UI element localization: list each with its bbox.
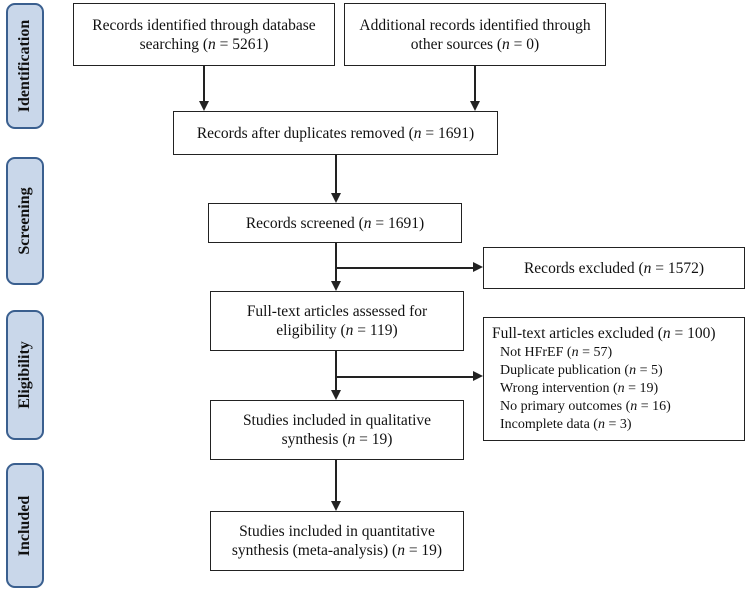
arrow-head bbox=[331, 390, 341, 400]
phase-eligibility-label: Eligibility bbox=[16, 341, 33, 409]
connector-line bbox=[335, 460, 337, 501]
arrow-head bbox=[331, 281, 341, 291]
arrow-head bbox=[470, 101, 480, 111]
arrow-head bbox=[473, 371, 483, 381]
phase-identification-label: Identification bbox=[16, 19, 33, 113]
records-screened-text: Records screened (n = 1691) bbox=[245, 214, 425, 232]
phase-screening: Screening bbox=[6, 157, 44, 285]
fulltext-assessed-text: Full-text articles assessed for eligibil… bbox=[246, 303, 428, 339]
fulltext-assessed-box: Full-text articles assessed for eligibil… bbox=[210, 291, 464, 351]
fulltext-excluded-box: Full-text articles excluded (n = 100) No… bbox=[483, 317, 745, 441]
exclusion-reason: No primary outcomes (n = 16) bbox=[500, 399, 671, 414]
phase-included-label: Included bbox=[16, 495, 33, 556]
phase-eligibility: Eligibility bbox=[6, 310, 44, 440]
connector-line bbox=[335, 243, 337, 281]
other-records-box: Additional records identified through ot… bbox=[344, 3, 606, 66]
phase-identification: Identification bbox=[6, 3, 44, 129]
exclusion-reason: Not HFrEF (n = 57) bbox=[500, 345, 613, 360]
arrow-head bbox=[473, 262, 483, 272]
phase-screening-label: Screening bbox=[16, 187, 33, 255]
connector-line bbox=[336, 376, 473, 378]
phase-included: Included bbox=[6, 463, 44, 588]
connector-line bbox=[336, 267, 473, 269]
connector-line bbox=[203, 66, 205, 101]
arrow-head bbox=[199, 101, 209, 111]
qualitative-synthesis-box: Studies included in qualitative synthesi… bbox=[210, 400, 464, 460]
database-records-box: Records identified through database sear… bbox=[73, 3, 335, 66]
after-duplicates-box: Records after duplicates removed (n = 16… bbox=[173, 111, 498, 155]
records-excluded-text: Records excluded (n = 1572) bbox=[523, 259, 705, 277]
arrow-head bbox=[331, 193, 341, 203]
records-excluded-box: Records excluded (n = 1572) bbox=[483, 247, 745, 289]
after-duplicates-text: Records after duplicates removed (n = 16… bbox=[196, 124, 475, 142]
quantitative-synthesis-text: Studies included in quantitative synthes… bbox=[231, 523, 443, 559]
other-records-text: Additional records identified through ot… bbox=[359, 16, 591, 53]
exclusion-reason: Wrong intervention (n = 19) bbox=[500, 381, 659, 396]
qualitative-synthesis-text: Studies included in qualitative synthesi… bbox=[242, 412, 432, 448]
connector-line bbox=[335, 351, 337, 390]
exclusion-reason: Duplicate publication (n = 5) bbox=[500, 363, 663, 378]
connector-line bbox=[474, 66, 476, 101]
exclusion-reason: Incomplete data (n = 3) bbox=[500, 417, 632, 432]
records-screened-box: Records screened (n = 1691) bbox=[208, 203, 462, 243]
quantitative-synthesis-box: Studies included in quantitative synthes… bbox=[210, 511, 464, 571]
arrow-head bbox=[331, 501, 341, 511]
database-records-text: Records identified through database sear… bbox=[92, 16, 316, 53]
fulltext-excluded-title: Full-text articles excluded (n = 100) bbox=[492, 325, 716, 342]
connector-line bbox=[335, 155, 337, 193]
